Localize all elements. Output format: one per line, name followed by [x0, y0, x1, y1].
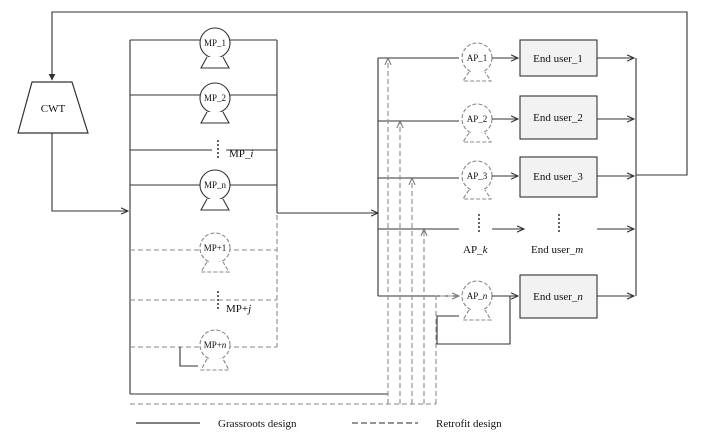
end-user-n: End user_n: [519, 274, 598, 319]
end-user-1-label: End user_1: [533, 53, 583, 65]
main-pump-header: [129, 39, 388, 395]
aux-pump-ellipsis: [478, 214, 480, 232]
return-loop-pipe: [48, 11, 688, 176]
main-pump-n-label: MP_n: [204, 180, 227, 190]
main-pump-2-label: MP_2: [204, 93, 226, 103]
main-pump-ellipsis: [217, 140, 219, 158]
end-user-2-label: End user_2: [533, 112, 583, 124]
end-user-3-label: End user_3: [533, 171, 583, 183]
main-pump-i-label: MP_i: [229, 148, 253, 160]
retrofit-pump-n-bypass: [179, 347, 198, 367]
end-user-1: End user_1: [519, 39, 598, 77]
end-user-n-label: End user_n: [533, 291, 583, 303]
aux-pump-3: AP_3: [461, 160, 493, 200]
main-pump-1-label: MP_1: [204, 38, 226, 48]
legend: Grassroots design Retrofit design: [136, 418, 502, 430]
aux-pump-n-label: AP_n: [467, 291, 488, 301]
aux-pump-n-bypass: [436, 296, 511, 345]
retrofit-pump-j-label: MP+j: [226, 303, 251, 315]
retrofit-pump-ellipsis: [217, 291, 219, 309]
aux-pump-1: AP_1: [461, 42, 493, 82]
retrofit-pump-n: MP+n: [199, 329, 231, 371]
main-pump-1: MP_1: [199, 27, 231, 69]
retrofit-pump-header: [130, 215, 278, 348]
aux-pump-3-label: AP_3: [467, 171, 488, 181]
main-pump-n: MP_n: [199, 169, 231, 211]
retrofit-feed-lines: [130, 58, 459, 405]
end-user-ellipsis: [558, 214, 560, 232]
cwt-tank: CWT: [17, 81, 89, 134]
retrofit-pump-1-label: MP+1: [204, 243, 227, 253]
aux-pump-2: AP_2: [461, 103, 493, 143]
aux-pump-header: [377, 57, 459, 297]
end-user-3: End user_3: [519, 156, 598, 198]
retrofit-pump-1: MP+1: [199, 232, 231, 273]
aux-pump-2-label: AP_2: [467, 114, 488, 124]
retrofit-pump-n-label: MP+n: [204, 340, 227, 350]
cwt-outlet-pipe: [51, 133, 128, 211]
aux-pump-1-label: AP_1: [467, 53, 488, 63]
end-user-m-label: End user_m: [531, 244, 583, 256]
legend-solid-label: Grassroots design: [218, 418, 297, 430]
aux-pump-k-label: AP_k: [463, 244, 489, 256]
legend-dashed-label: Retrofit design: [436, 418, 502, 430]
main-pump-2: MP_2: [199, 82, 231, 124]
cwt-label: CWT: [41, 103, 66, 115]
end-user-2: End user_2: [519, 95, 598, 140]
aux-pump-n: AP_n: [461, 280, 493, 321]
